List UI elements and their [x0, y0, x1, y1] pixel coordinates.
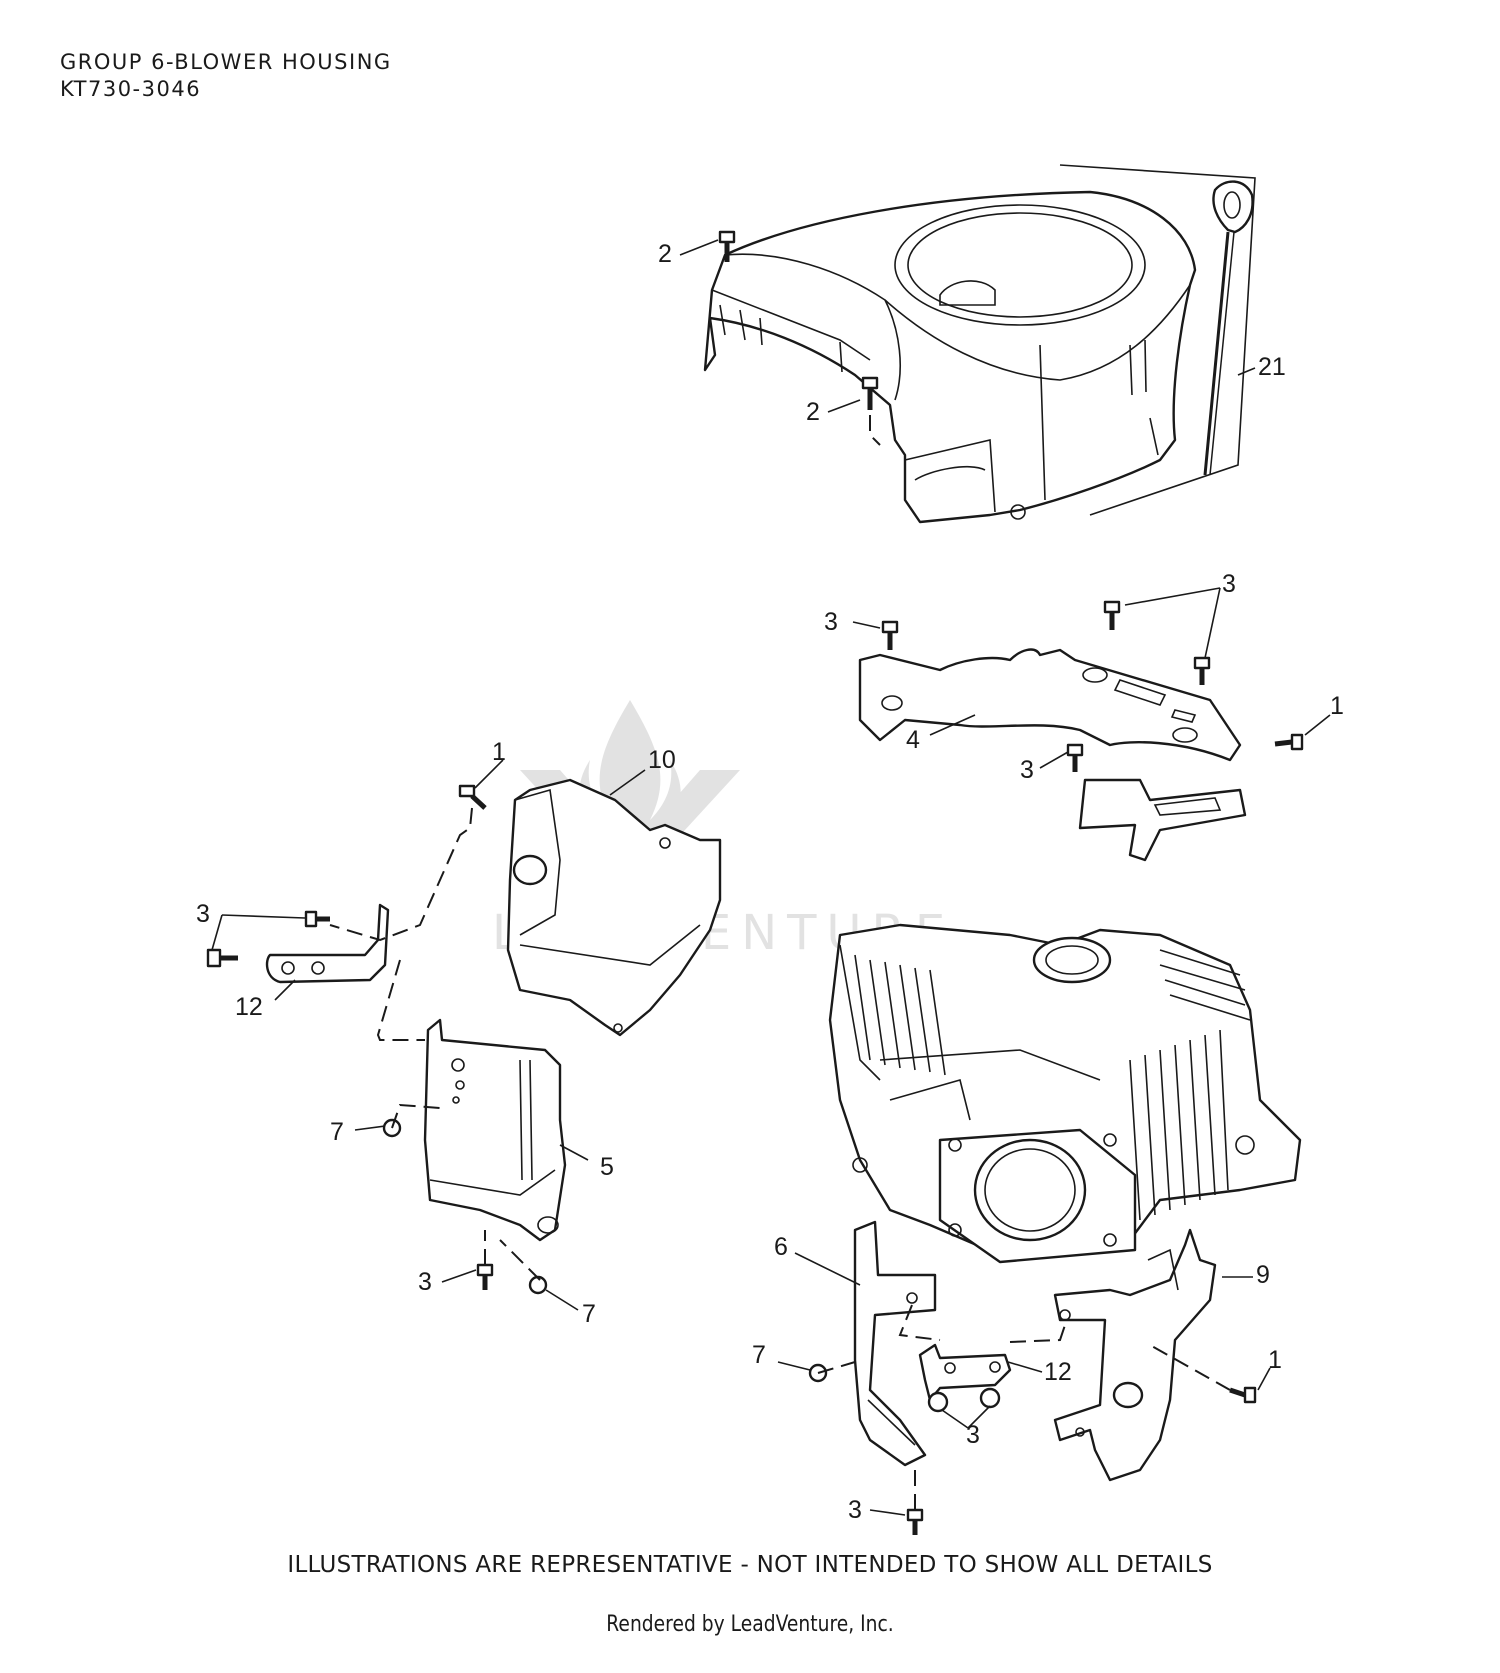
- callout-7-lower: 7: [582, 1300, 596, 1328]
- diagram-group-title: GROUP 6-BLOWER HOUSING: [60, 50, 392, 74]
- right-shroud-part: [1053, 1228, 1217, 1482]
- callout-3-bracket-left: 3: [824, 608, 838, 636]
- callout-3-bottom: 3: [848, 1496, 862, 1524]
- callout-12-right: 12: [1044, 1358, 1072, 1386]
- callout-21: 21: [1258, 353, 1286, 381]
- callout-1-bracket: 1: [1330, 692, 1344, 720]
- engine-model-number: KT730-3046: [60, 77, 202, 101]
- callout-10: 10: [648, 746, 676, 774]
- engine-block-part: [828, 923, 1302, 1264]
- callout-7-left: 7: [330, 1118, 344, 1146]
- callout-5: 5: [600, 1153, 614, 1181]
- callout-3-bracket-right: 3: [966, 1421, 980, 1449]
- callout-3-shroud-bottom: 3: [418, 1268, 432, 1296]
- dipstick-part: [1203, 180, 1254, 476]
- callout-4: 4: [906, 726, 920, 754]
- callout-1-lower: 1: [1268, 1346, 1282, 1374]
- callout-7-side: 7: [752, 1341, 766, 1369]
- callout-3-left: 3: [196, 900, 210, 928]
- fastener-bolts: [206, 230, 1304, 1535]
- callout-3-bracket-top: 3: [1222, 570, 1236, 598]
- callout-12-left: 12: [235, 993, 263, 1021]
- callout-9: 9: [1256, 1261, 1270, 1289]
- blower-housing-part: [703, 190, 1197, 524]
- side-shroud-part: [853, 1220, 937, 1467]
- callout-1-shroud: 1: [492, 738, 506, 766]
- callout-labels: 2 2 21 3 3 4 1 3 1 10 3 12 7 5 3 7 6 9 7…: [196, 240, 1344, 1524]
- callout-2-top: 2: [658, 240, 672, 268]
- callout-3-bracket-lower: 3: [1020, 756, 1034, 784]
- callout-2-lower: 2: [806, 398, 820, 426]
- small-bracket-part-right: [918, 1343, 1012, 1402]
- alignment-lines: [329, 415, 1231, 1510]
- cylinder-shroud-part: [506, 778, 722, 1037]
- leader-lines: [211, 239, 1331, 1516]
- illustration-disclaimer: ILLUSTRATIONS ARE REPRESENTATIVE - NOT I…: [287, 1552, 1213, 1578]
- callout-6: 6: [774, 1233, 788, 1261]
- small-bracket-part-left: [265, 903, 390, 984]
- rendered-by-credit: Rendered by LeadVenture, Inc.: [606, 1612, 894, 1637]
- mounting-bracket-part: [858, 648, 1247, 862]
- lower-shroud-part: [423, 1018, 567, 1242]
